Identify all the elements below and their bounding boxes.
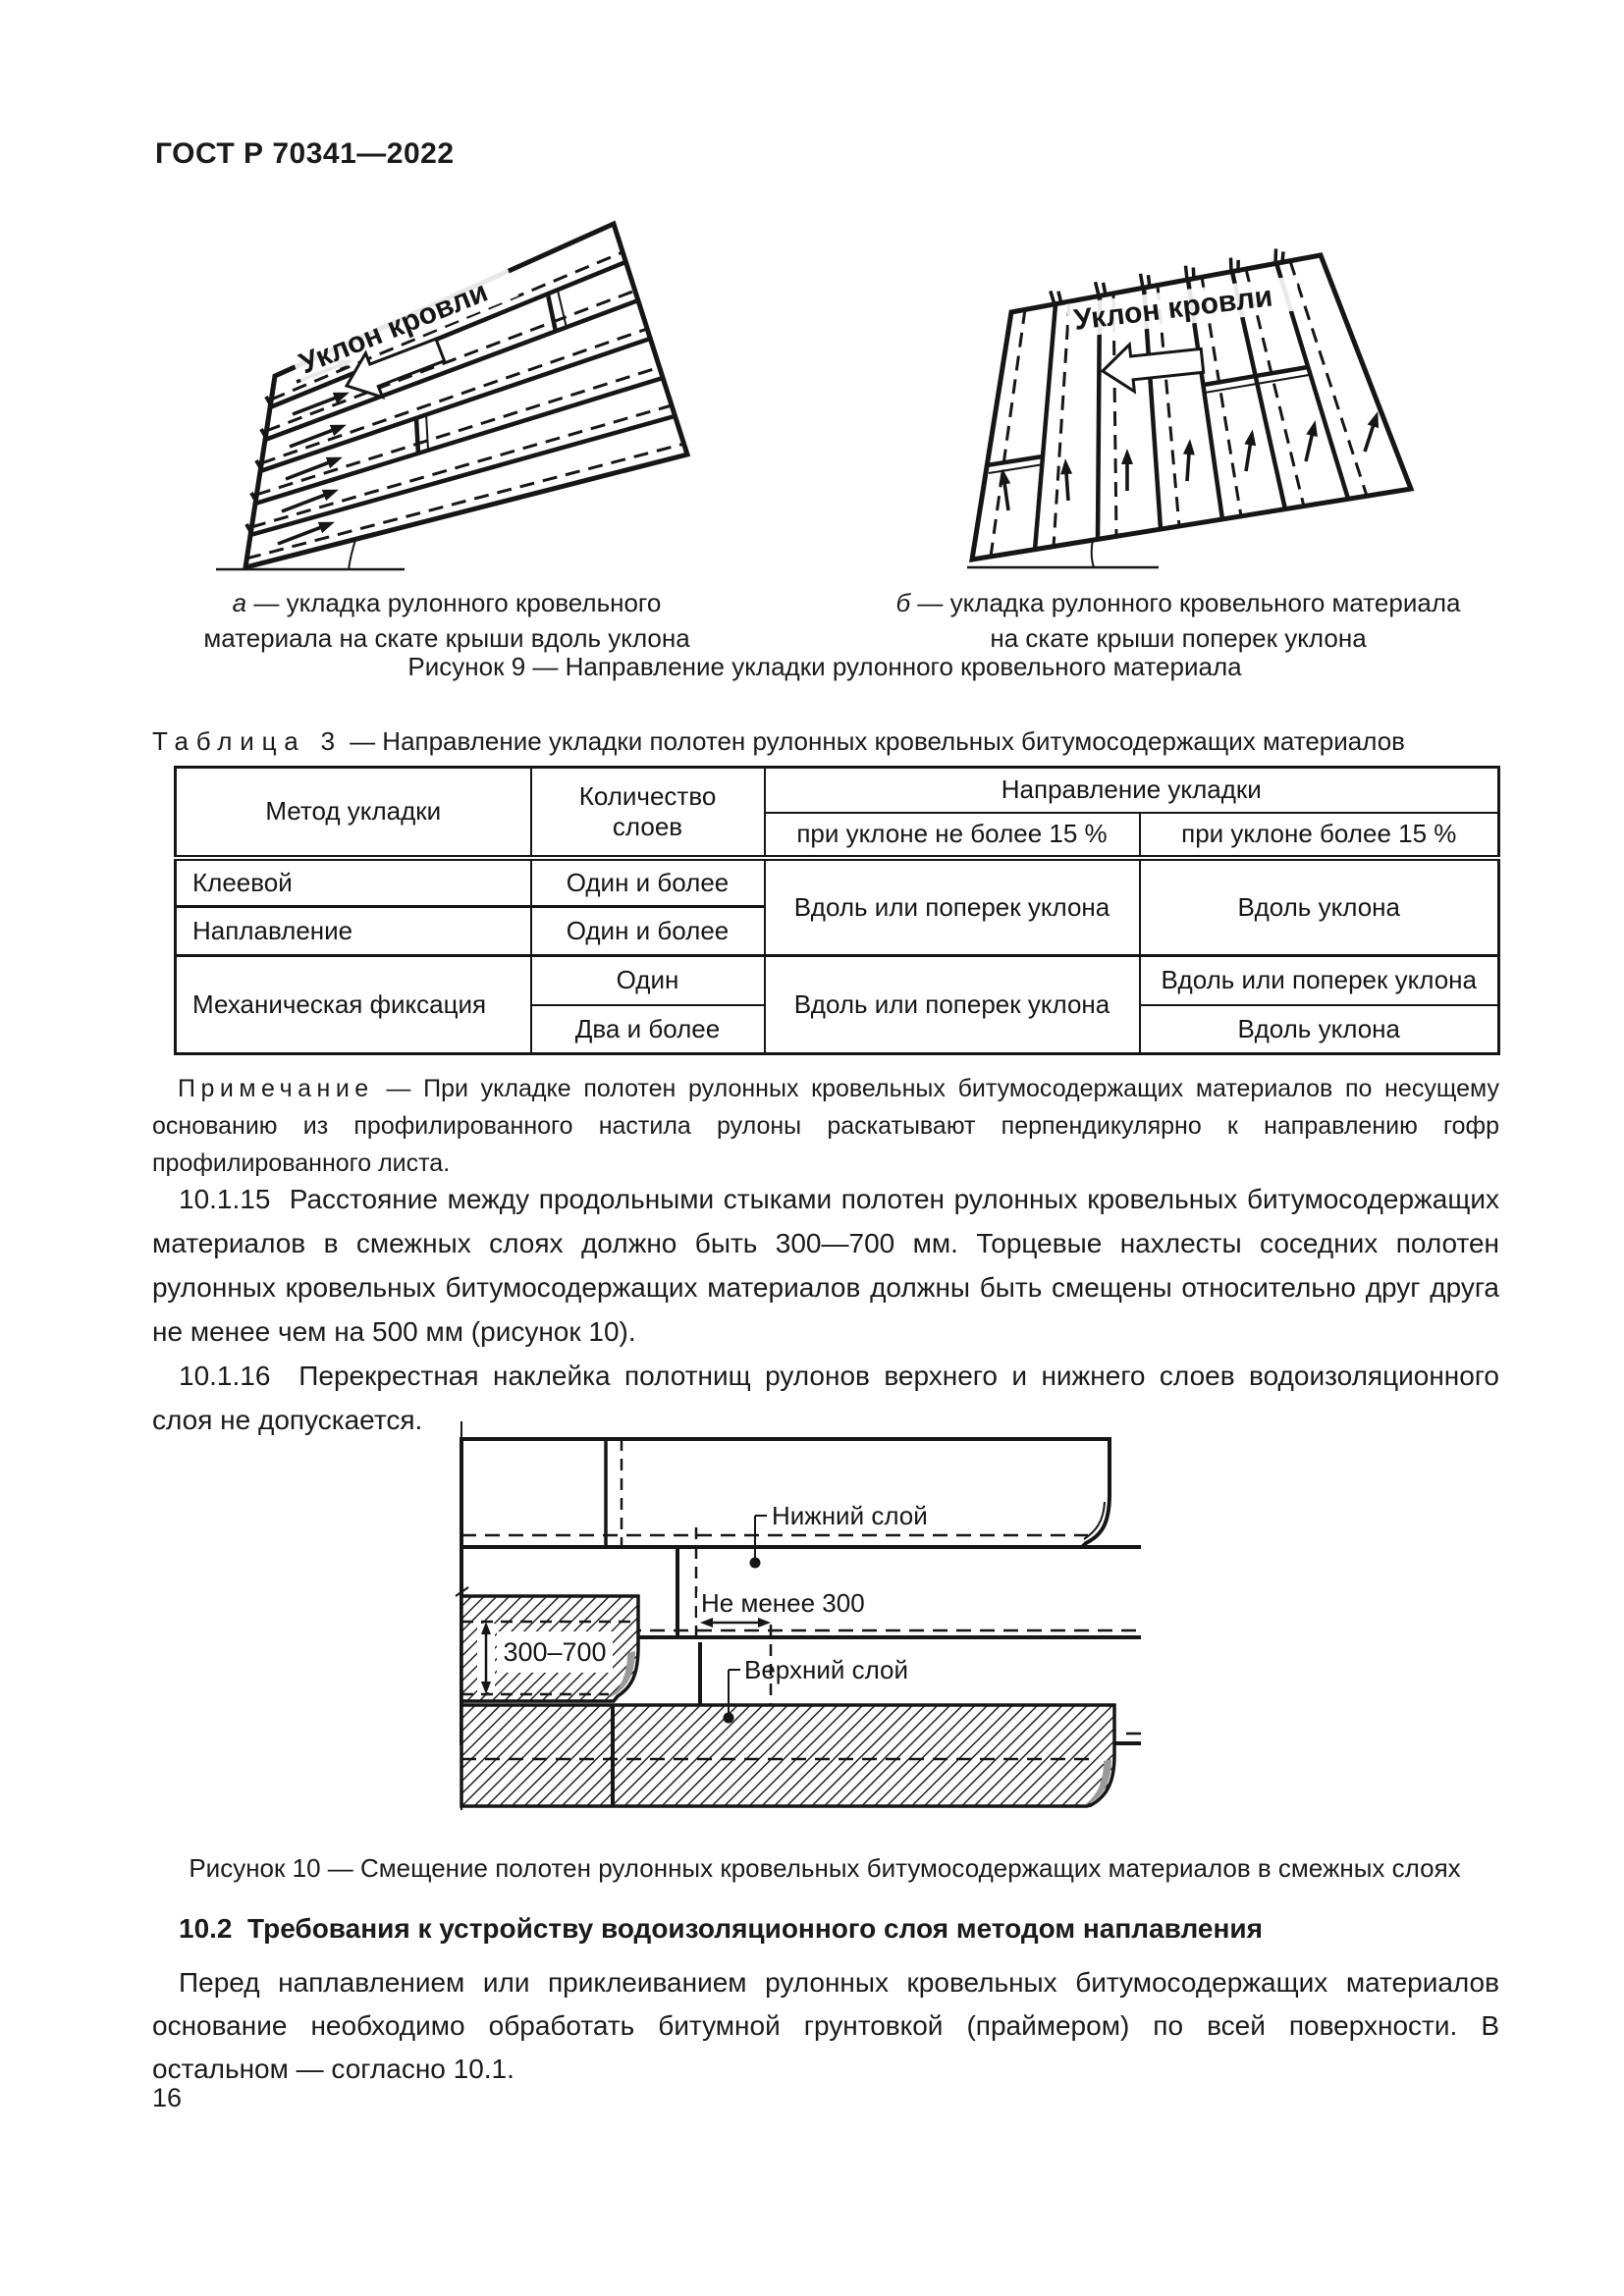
figure9-caption-b-text: — укладка рулонного кровельного материал…: [917, 588, 1461, 653]
figure9-caption-a: а — укладка рулонного кровельного матери…: [201, 585, 692, 656]
upper-layer-roll-1: 300–700: [455, 1586, 640, 1703]
fig10-upper-layer-text: Верхний слой: [744, 1655, 908, 1684]
fig10-lower-layer-label: Нижний слой: [749, 1501, 928, 1569]
figure9-caption-b-letter: б: [895, 588, 911, 617]
paragraph-10-1-15: 10.1.15 Расстояние между продольными сты…: [152, 1184, 1499, 1347]
fig10-upper-layer-label: Верхний слой: [723, 1655, 908, 1724]
figure9-caption: Рисунок 9 — Направление укладки рулонног…: [407, 652, 1242, 681]
section-10-2-paragraph: Перед наплавлением или приклеиванием рул…: [152, 1967, 1499, 2084]
section-10-2-heading: 10.2 Требования к устройству водоизоляци…: [179, 1913, 1263, 1944]
cell-weld-layers: Один и более: [529, 905, 766, 957]
col-header-slope-gt15: при уклоне более 15 %: [1138, 811, 1500, 861]
cell-method-weld: Наплавление: [174, 905, 532, 957]
slope-arrow-b-icon: [1100, 341, 1206, 395]
figure10-diagram: 300–700 Не менее 300 Нижний слой: [455, 1421, 1141, 1810]
roof-a: [216, 220, 691, 571]
table3-note-text: — При укладке полотен рулонных кровельны…: [152, 1075, 1499, 1177]
page-number: 16: [152, 2083, 183, 2112]
cell-glue-weld-le15: Вдоль или поперек уклона: [763, 856, 1141, 957]
col-header-slope-le15: при уклоне не более 15 %: [763, 811, 1141, 861]
table3-note: Примечание — При укладке полотен рулонны…: [152, 1070, 1499, 1182]
fig10-lower-layer-text: Нижний слой: [772, 1501, 928, 1530]
figure9-diagram-a: Уклон кровли: [216, 220, 691, 571]
figure9-caption-a-letter: а: [232, 588, 247, 617]
figure9-diagram-b: Уклон кровли: [967, 248, 1415, 569]
figure9-caption-a-text: — укладка рулонного кровельного материал…: [203, 588, 690, 653]
cell-mech-many: Два и более: [529, 1003, 766, 1055]
slope-direction-label-b: Уклон кровли: [1065, 276, 1301, 339]
fig10-min-offset-label: Не менее 300: [701, 1588, 865, 1618]
cell-method-glue: Клеевой: [174, 856, 532, 908]
figure9-caption-b: б — укладка рулонного кровельного матери…: [889, 585, 1468, 656]
cell-mech-one-gt15: Вдоль или поперек уклона: [1138, 954, 1500, 1006]
roll-direction-arrow-icon: [999, 411, 1380, 511]
cell-mech-one: Один: [529, 954, 766, 1006]
cell-glue-weld-gt15: Вдоль уклона: [1138, 856, 1500, 957]
section-10-2-body: Перед наплавлением или приклеиванием рул…: [152, 1961, 1499, 2091]
figure10-caption: Рисунок 10 — Смещение полотен рулонных к…: [189, 1853, 1461, 1883]
body-paragraphs: 10.1.15 Расстояние между продольными сты…: [152, 1177, 1499, 1442]
paragraph-10-1-16: 10.1.16 Перекрестная наклейка полотнищ р…: [152, 1361, 1499, 1435]
table3-title: Таблица 3 — Направление укладки полотен …: [152, 726, 1507, 757]
col-header-direction: Направление укладки: [763, 766, 1500, 814]
col-header-layers: Количество слоев: [529, 766, 766, 861]
cell-glue-layers: Один и более: [529, 856, 766, 908]
fig10-range-label: 300–700: [503, 1637, 606, 1667]
col-header-method: Метод укладки: [174, 766, 532, 861]
cell-mech-le15: Вдоль или поперек уклона: [763, 954, 1141, 1055]
slope-arrow-a-icon: [344, 337, 447, 400]
page-title: ГОСТ Р 70341—2022: [155, 137, 455, 170]
fig10-min-offset-dimension: Не менее 300: [697, 1588, 865, 1628]
table3-title-label: Таблица 3: [152, 726, 343, 756]
cell-method-mech: Механическая фиксация: [174, 954, 532, 1055]
cell-mech-many-gt15: Вдоль уклона: [1138, 1003, 1500, 1055]
table3-note-label: Примечание: [178, 1075, 374, 1102]
roll-top-ticks: [1049, 248, 1285, 305]
table3-title-text: — Направление укладки полотен рулонных к…: [350, 726, 1405, 756]
upper-layer-roll-2: [460, 1703, 1116, 1808]
table3: Метод укладки Количество слоев Направлен…: [174, 766, 1501, 1055]
